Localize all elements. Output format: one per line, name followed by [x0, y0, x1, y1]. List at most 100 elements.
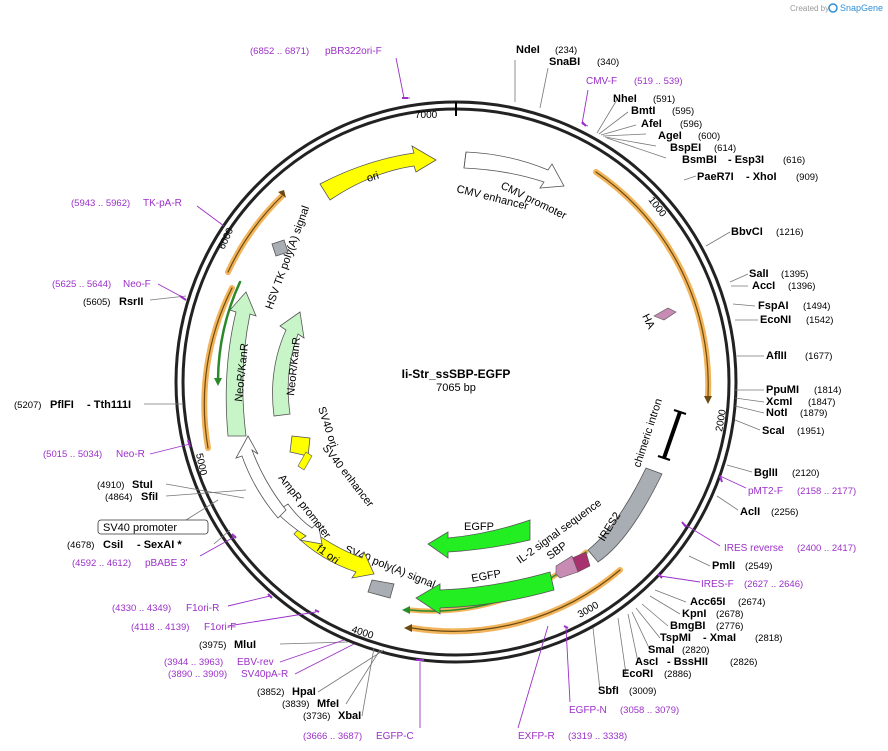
site-csii-name[interactable]: CsiI	[103, 539, 123, 551]
site-pmli-name[interactable]: PmlI	[712, 560, 735, 572]
site-bbvci-name[interactable]: BbvCI	[731, 226, 763, 238]
site-snabi-pos: (340)	[597, 57, 619, 68]
primer-pbr322ori-pos: (6852 .. 6871)	[250, 46, 309, 57]
primer-f1orir-name[interactable]: F1ori-R	[186, 603, 219, 614]
site-bsmbi-name[interactable]: BsmBI	[682, 154, 717, 166]
site-ecori-pos: (2886)	[664, 669, 691, 680]
site-sfii-name[interactable]: SfiI	[141, 491, 158, 503]
primer-ebvrev-pos: (3944 .. 3963)	[164, 657, 223, 668]
sbp-feature[interactable]	[555, 555, 579, 579]
site-ndei-name[interactable]: NdeI	[516, 44, 540, 56]
site-bglii-name[interactable]: BglII	[754, 467, 778, 479]
chimeric-intron-bar[interactable]	[662, 411, 682, 459]
primer-f1orif-name[interactable]: F1ori-F	[204, 622, 236, 633]
primer-sv40par-name[interactable]: SV40pA-R	[241, 669, 288, 680]
site-bmti-name[interactable]: BmtI	[631, 105, 655, 117]
primer-egfpc-name[interactable]: EGFP-C	[376, 731, 414, 742]
site-asci-name[interactable]: AscI	[635, 656, 658, 668]
site-kpni-name[interactable]: KpnI	[682, 608, 706, 620]
site-scai-name[interactable]: ScaI	[762, 425, 785, 437]
site-ecori-name[interactable]: EcoRI	[622, 668, 653, 680]
primer-egfpn-name[interactable]: EGFP-N	[569, 705, 607, 716]
site-afei-name[interactable]: AfeI	[641, 118, 662, 130]
primer-pbabe3-name[interactable]: pBABE 3'	[145, 558, 188, 569]
site-fspai-name[interactable]: FspAI	[758, 300, 789, 312]
primer-pmt2f-name[interactable]: pMT2-F	[748, 486, 783, 497]
egfp-label-inner: EGFP	[464, 521, 494, 533]
site-sbfi-name[interactable]: SbfI	[598, 685, 619, 697]
egfp-arrow-outer[interactable]	[415, 571, 555, 615]
site-snabi-name[interactable]: SnaBI	[549, 56, 580, 68]
site-sexai-name[interactable]: - SexAI *	[137, 539, 182, 551]
site-acci-pos: (1396)	[788, 281, 815, 292]
site-stui-name[interactable]: StuI	[132, 479, 153, 491]
tick-5000: 5000	[193, 452, 208, 476]
site-mlui-name[interactable]: MluI	[234, 639, 256, 651]
site-econi-name[interactable]: EcoNI	[760, 314, 791, 326]
hsv-tk-feature[interactable]	[271, 239, 289, 257]
site-sbfi-pos: (3009)	[629, 686, 656, 697]
site-bmgbi-name[interactable]: BmgBI	[670, 620, 705, 632]
site-aflii-name[interactable]: AflII	[766, 350, 787, 362]
ires2-feature[interactable]	[587, 467, 663, 563]
sv40-promoter-box[interactable]	[97, 519, 209, 535]
ampr-promoter-arrow[interactable]	[275, 503, 323, 545]
sv40-promoter-label: SV40 promoter	[103, 522, 177, 534]
primer-pbabe3-pos: (4592 .. 4612)	[72, 558, 131, 569]
neokan-inner-arrow[interactable]	[272, 311, 305, 417]
site-bsshii-name[interactable]: - BssHII	[667, 656, 708, 668]
site-xbai-name[interactable]: XbaI	[338, 710, 361, 722]
site-tspmi-pos: (2818)	[755, 633, 782, 644]
site-smai-pos: (2820)	[682, 645, 709, 656]
site-noti-name[interactable]: NotI	[766, 407, 787, 419]
ori-arrow[interactable]	[319, 145, 437, 201]
primer-neof-name[interactable]: Neo-F	[123, 279, 151, 290]
primer-cmv-f-name[interactable]: CMV-F	[586, 76, 617, 87]
ha-feature[interactable]	[653, 307, 677, 321]
site-acc65i-name[interactable]: Acc65I	[690, 596, 725, 608]
site-sali-name[interactable]: SalI	[749, 268, 769, 280]
primer-marks	[179, 97, 723, 661]
site-esp3i-name[interactable]: - Esp3I	[728, 154, 764, 166]
site-bspei-name[interactable]: BspEI	[670, 142, 701, 154]
site-ppumi-name[interactable]: PpuMI	[766, 384, 799, 396]
egfp-label-outer: EGFP	[470, 568, 502, 585]
site-nhei-name[interactable]: NheI	[613, 93, 637, 105]
ampr-region-arrow[interactable]	[235, 435, 287, 519]
primer-neor-name[interactable]: Neo-R	[116, 449, 145, 460]
primer-f1orif-pos: (4118 .. 4139)	[131, 622, 189, 633]
plasmid-size: 7065 bp	[436, 382, 476, 394]
primer-iresf-name[interactable]: IRES-F	[701, 579, 734, 590]
primer-ebvrev-name[interactable]: EBV-rev	[237, 657, 274, 668]
site-paer7i-name[interactable]: PaeR7I	[697, 171, 734, 183]
site-acci-name[interactable]: AccI	[752, 280, 775, 292]
site-tth111i-name[interactable]: - Tth111I	[87, 399, 131, 411]
orf-arrowhead-2	[404, 624, 412, 632]
site-rsrii-name[interactable]: RsrII	[119, 296, 143, 308]
site-xcmi-name[interactable]: XcmI	[766, 396, 792, 408]
site-xbai-pos: (3736)	[303, 711, 330, 722]
site-tspmi-name[interactable]: TspMI	[660, 632, 691, 644]
sv40-ori-label: SV40 ori	[315, 405, 339, 449]
site-acli-name[interactable]: AclI	[740, 506, 760, 518]
site-mfei-name[interactable]: MfeI	[317, 698, 339, 710]
primer-exfpr-pos: (3319 .. 3338)	[568, 731, 627, 742]
site-agei-name[interactable]: AgeI	[658, 130, 682, 142]
cmv-promoter-arrow[interactable]	[463, 151, 565, 189]
site-pflfi-name[interactable]: PflFI	[50, 399, 74, 411]
site-hpai-name[interactable]: HpaI	[292, 686, 316, 698]
primer-exfpr-name[interactable]: EXFP-R	[518, 731, 555, 742]
neokan-outer-arrow[interactable]	[225, 291, 257, 437]
primer-sv40par-pos: (3890 .. 3909)	[168, 669, 227, 680]
site-xhoi-name[interactable]: - XhoI	[746, 171, 777, 183]
site-leader-lines	[144, 60, 765, 717]
primer-pbr322ori-name[interactable]: pBR322ori-F	[325, 46, 382, 57]
egfp-arrow-inner[interactable]	[427, 519, 531, 559]
site-xmai-name[interactable]: - XmaI	[703, 632, 736, 644]
primer-iresrev-name[interactable]: IRES reverse	[724, 543, 784, 554]
site-smai-name[interactable]: SmaI	[648, 644, 674, 656]
primer-tkpar-name[interactable]: TK-pA-R	[143, 198, 182, 209]
site-acc65i-pos: (2674)	[738, 597, 765, 608]
sv40-polya-feature[interactable]	[367, 579, 395, 599]
